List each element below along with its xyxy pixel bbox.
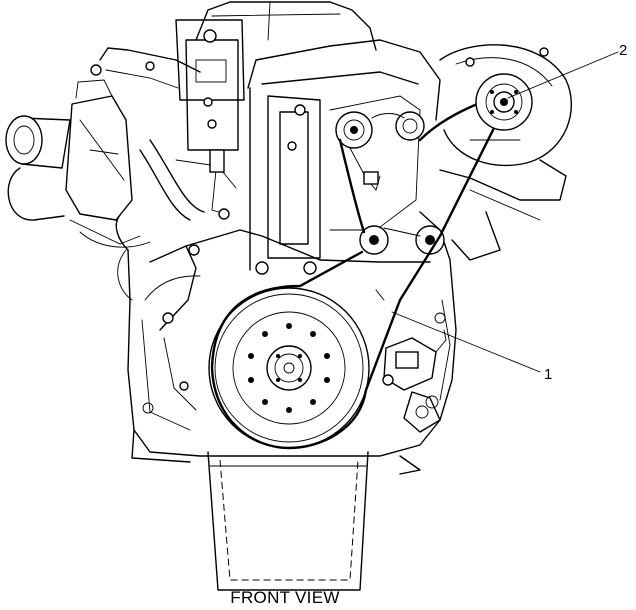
pulley-bolt-circle: [248, 323, 330, 413]
oil-pan: [207, 451, 369, 591]
timing-cover: [149, 229, 431, 411]
alternator: [439, 44, 573, 261]
lower-right-fittings: [375, 289, 447, 433]
upper-bracket: [247, 39, 441, 275]
crankshaft-pulley: [208, 287, 370, 449]
callout-label-1: 1: [544, 366, 553, 383]
valve-cover: [175, 1, 377, 151]
air-intake-pipe: [5, 47, 201, 248]
callout-label-2: 2: [619, 42, 628, 59]
hoses-and-fittings: [117, 139, 237, 301]
callout-leaders: [391, 51, 619, 373]
figure-caption: FRONT VIEW: [230, 588, 340, 607]
idler-pulleys: [335, 111, 445, 255]
